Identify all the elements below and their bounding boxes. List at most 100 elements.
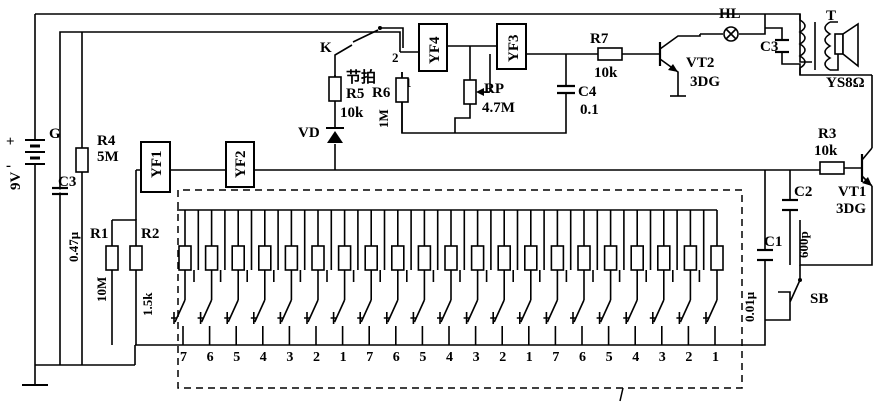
vt2-value: 3DG xyxy=(690,74,720,90)
keyboard-outline xyxy=(177,189,743,389)
diode-vd: VD xyxy=(298,122,344,170)
c4-value: 0.1 xyxy=(580,102,599,118)
key-resistor-19 xyxy=(656,245,671,271)
battery-value: 9V xyxy=(8,172,24,191)
c3-left-value: 0.47μ xyxy=(66,231,81,262)
key-link-7 xyxy=(352,210,359,282)
capacitor-c1: C1 0.01μ xyxy=(718,170,782,346)
key-number-12: 3 xyxy=(473,350,480,365)
key-resistor-6 xyxy=(311,245,325,271)
key-link-18 xyxy=(645,210,652,282)
gate-yf3: YF3 xyxy=(496,23,527,70)
potentiometer-rp: RP 4.7M xyxy=(454,46,515,133)
key-switch-cap-1 xyxy=(171,312,177,324)
capacitor-c3-left: C3 0.47μ xyxy=(52,174,81,262)
transformer-t: T xyxy=(798,8,872,76)
key-switch-cap-9 xyxy=(383,312,390,324)
key-resistor-3 xyxy=(231,245,245,271)
key-resistor-1 xyxy=(178,245,192,271)
key-number-15: 7 xyxy=(552,350,559,365)
jiepai-label: 节拍 xyxy=(346,68,376,86)
key-number-10: 5 xyxy=(419,350,426,365)
resistor-r2: R2 1.5k xyxy=(112,219,159,345)
t-label: T xyxy=(826,8,836,24)
key-resistor-4 xyxy=(257,245,272,271)
battery-name: G xyxy=(49,126,61,142)
key-number-8: 7 xyxy=(366,350,373,365)
r1-value: 10M xyxy=(94,277,109,302)
key-resistor-15 xyxy=(550,245,565,271)
key-resistor-5 xyxy=(284,245,299,271)
key-number-14: 1 xyxy=(526,350,533,365)
resistor-r7: R7 10k xyxy=(590,31,660,81)
rp-name: RP xyxy=(484,81,504,97)
key-switch-cap-15 xyxy=(543,312,550,324)
key-resistor-21 xyxy=(710,245,724,271)
r4-name: R4 xyxy=(97,133,116,149)
transistor-vt1: VT1 3DG xyxy=(836,147,873,217)
r3-name: R3 xyxy=(818,126,836,142)
key-switch-cap-10 xyxy=(410,312,417,324)
key-resistor-17 xyxy=(603,245,618,271)
key-resistor-18 xyxy=(630,245,645,271)
c1-value: 0.01μ xyxy=(742,291,757,322)
key-resistor-20 xyxy=(683,245,698,271)
key-resistor-7 xyxy=(337,245,352,271)
key-number-16: 6 xyxy=(579,350,586,365)
c3-right-label: C3 xyxy=(760,39,778,55)
r4-value: 5M xyxy=(97,149,119,165)
resistor-r5: R5 10k xyxy=(328,75,364,122)
key-link-14 xyxy=(539,210,545,282)
resistor-r6: R6 1M xyxy=(372,72,409,133)
r5-name: R5 xyxy=(346,86,364,102)
yf3-label: YF3 xyxy=(506,35,522,63)
key-switch-cap-5 xyxy=(277,312,284,324)
vd-label: VD xyxy=(298,125,320,141)
key-switch-cap-8 xyxy=(357,312,364,324)
key-link-3 xyxy=(246,210,253,282)
key-switch-cap-18 xyxy=(623,312,630,324)
capacitor-c3-right: C3 xyxy=(760,38,789,55)
key-number-7: 1 xyxy=(340,350,347,365)
yf1-label: YF1 xyxy=(149,151,165,179)
key-number-5: 3 xyxy=(286,350,293,365)
vt2-name: VT2 xyxy=(686,55,714,71)
key-link-12 xyxy=(485,210,492,282)
key-link-16 xyxy=(592,210,599,282)
resistor-r3: R3 10k xyxy=(805,126,862,175)
key-resistor-11 xyxy=(444,245,458,271)
resistor-r1: R1 10M xyxy=(90,220,119,345)
r2-value: 1.5k xyxy=(140,292,155,316)
lamp-hl: HL xyxy=(700,6,766,42)
key-link-8 xyxy=(379,210,386,282)
resistor-r4: R4 5M xyxy=(75,32,119,365)
key-number-3: 5 xyxy=(233,350,240,365)
vt1-name: VT1 xyxy=(838,184,866,200)
r7-name: R7 xyxy=(590,31,609,47)
key-switch-cap-13 xyxy=(490,312,497,324)
key-link-2 xyxy=(219,210,226,282)
key-link-1 xyxy=(193,210,200,282)
key-link-6 xyxy=(326,210,333,282)
switch-sb: SB xyxy=(765,265,828,321)
key-link-4 xyxy=(273,210,279,282)
c2-name: C2 xyxy=(794,184,812,200)
key-number-4: 4 xyxy=(260,350,267,365)
key-number-19: 3 xyxy=(659,350,666,365)
key-resistor-13 xyxy=(497,245,512,271)
r3-value: 10k xyxy=(814,143,838,159)
key-link-15 xyxy=(565,210,572,282)
key-number-6: 2 xyxy=(313,350,320,365)
key-link-10 xyxy=(432,210,439,282)
key-switch-cap-3 xyxy=(224,312,231,324)
capacitor-c4: C4 0.1 xyxy=(557,54,599,118)
key-resistor-9 xyxy=(390,245,405,271)
key-resistor-10 xyxy=(417,245,432,271)
key-resistor-12 xyxy=(470,245,485,271)
vt1-value: 3DG xyxy=(836,201,866,217)
key-switch-cap-11 xyxy=(437,312,443,324)
battery-plus: + xyxy=(6,134,15,150)
